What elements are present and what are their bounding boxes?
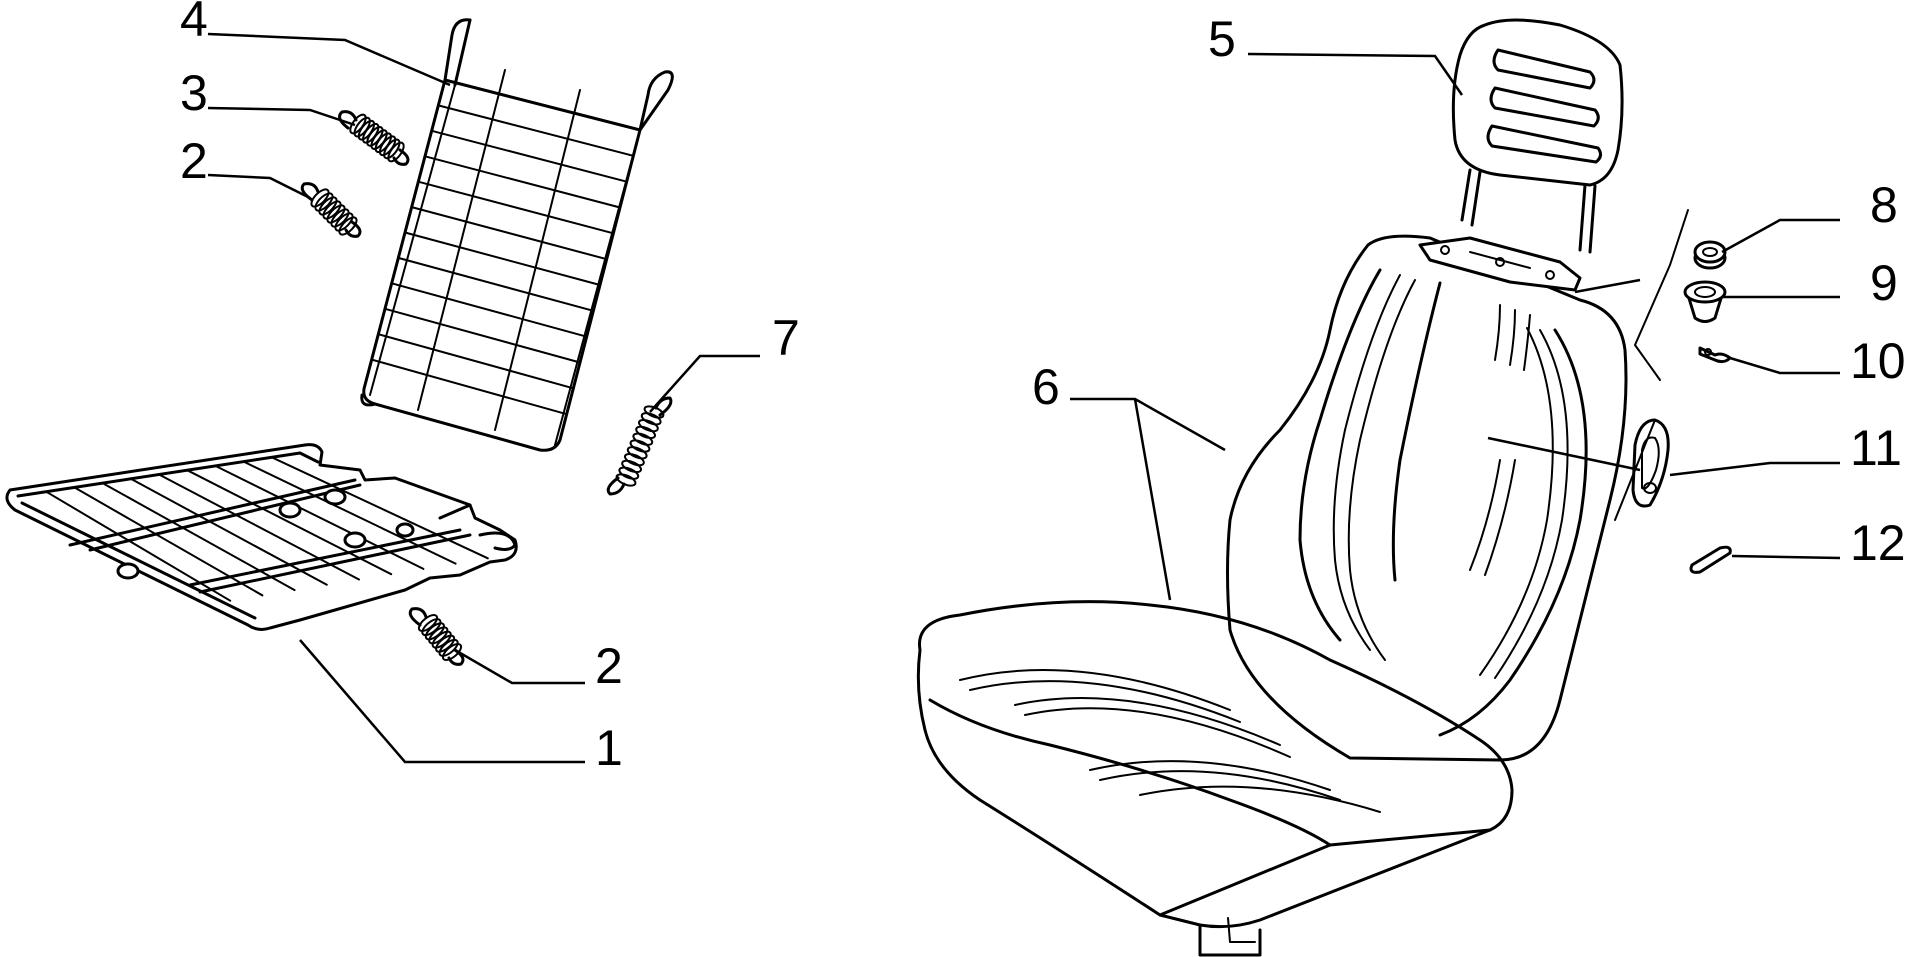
- spring-coil: [310, 188, 330, 208]
- spring-coil: [618, 466, 640, 480]
- part-9-bushing: [1683, 280, 1727, 323]
- backrest-wire: [397, 256, 595, 312]
- backrest-wire: [370, 358, 568, 416]
- backrest-wire: [424, 155, 621, 209]
- callout-3: 3: [180, 65, 208, 121]
- callout-1: 1: [595, 720, 623, 776]
- spring-2-lower: [408, 607, 465, 666]
- backrest-wire: [384, 307, 581, 364]
- part-11-cover: [1631, 418, 1670, 508]
- spring-coil: [640, 412, 662, 426]
- headrest: [1451, 18, 1624, 254]
- callout-5: 5: [1208, 11, 1236, 67]
- seat-spring-frame: [5, 443, 518, 631]
- backrest-wire: [417, 180, 615, 235]
- spring-coil: [626, 446, 648, 460]
- callout-7: 7: [772, 310, 800, 366]
- spring-coil: [330, 208, 350, 228]
- backrest-wire: [390, 282, 588, 338]
- spring-3: [338, 110, 410, 166]
- backrest-wire: [437, 104, 635, 157]
- callout-2-upper: 2: [180, 133, 208, 189]
- seat-slat: [158, 473, 360, 581]
- part-12-ring: [1689, 545, 1732, 574]
- spring-coil: [441, 642, 463, 662]
- backrest-wire: [430, 129, 628, 183]
- callout-9: 9: [1870, 255, 1898, 311]
- spring-coil: [623, 452, 645, 467]
- seat-slat: [242, 460, 457, 565]
- seat-slat: [45, 490, 232, 602]
- backrest-spring-frame: [360, 18, 674, 452]
- callout-2-lower: 2: [595, 638, 623, 694]
- spring-coil: [637, 418, 659, 433]
- spring-coil: [621, 459, 643, 474]
- spring-coil: [326, 204, 346, 224]
- spring-coil: [387, 141, 405, 163]
- spring-coil: [635, 425, 657, 440]
- spring-coil: [322, 200, 342, 220]
- seat-slat: [270, 456, 489, 560]
- backrest-wire: [377, 333, 575, 390]
- backrest-wire: [404, 231, 601, 286]
- spring-2-upper: [300, 182, 362, 238]
- part-8-grommet: [1693, 240, 1727, 270]
- spring-coil: [318, 196, 338, 216]
- spring-coil: [438, 638, 459, 657]
- seat-slat: [101, 482, 296, 592]
- spring-coil: [334, 212, 354, 232]
- alignment-line-upper: [1634, 209, 1689, 381]
- seat-slat: [214, 464, 425, 570]
- callout-11: 11: [1850, 420, 1902, 476]
- callout-8: 8: [1870, 177, 1898, 233]
- spring-7: [606, 396, 673, 496]
- seat-assembly: [916, 234, 1628, 957]
- spring-coil: [643, 405, 665, 419]
- callout-6: 6: [1032, 359, 1060, 415]
- seat-slat: [129, 477, 328, 586]
- part-10-clip: [1698, 346, 1732, 364]
- spring-coil: [615, 473, 637, 487]
- seat-slat: [73, 486, 264, 597]
- callout-4: 4: [180, 0, 208, 47]
- seat-slat: [186, 469, 393, 576]
- leader-lines: [207, 32, 1841, 764]
- spring-coil: [314, 192, 334, 212]
- spring-coil: [338, 216, 358, 236]
- callout-12: 12: [1850, 515, 1906, 571]
- callout-10: 10: [1850, 333, 1906, 389]
- spring-coil: [383, 138, 401, 160]
- spring-coil: [629, 439, 651, 453]
- backrest-wire: [410, 206, 608, 261]
- spring-coil: [632, 432, 654, 446]
